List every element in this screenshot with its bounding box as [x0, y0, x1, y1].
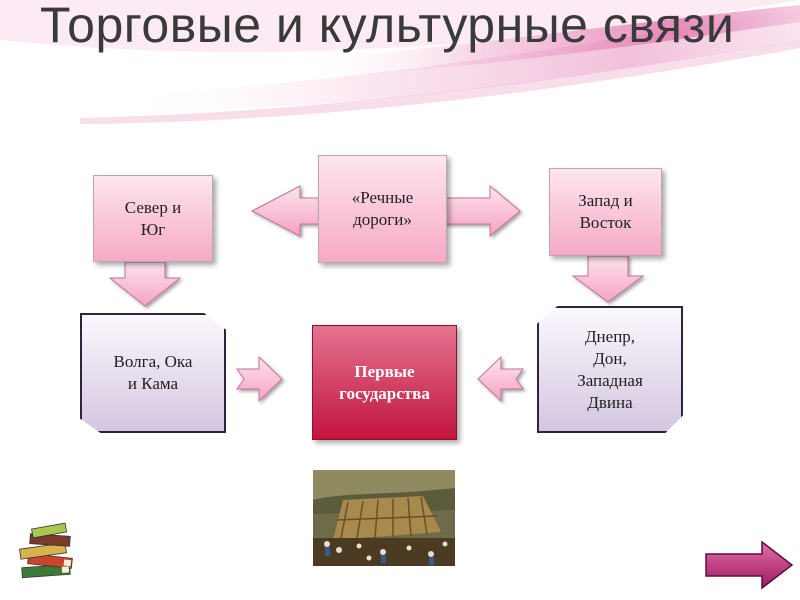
box-volga: Волга, Ока и Кама [80, 313, 226, 433]
box-north-south-label: Север и Юг [124, 197, 182, 239]
box-west-east-label: Запад и Восток [578, 191, 633, 232]
box-north-south: Север и Юг [93, 175, 213, 262]
next-arrow-icon[interactable] [704, 540, 794, 590]
box-first-states-label: Первые государства [339, 361, 430, 403]
books-icon [12, 520, 84, 586]
header-wave-decoration [0, 0, 800, 124]
arrow-down-right [571, 255, 645, 303]
arrow-down-left [108, 261, 182, 307]
boat-building-painting [313, 470, 455, 566]
box-first-states: Первые государства [312, 325, 457, 440]
box-river-roads: «Речные дороги» [318, 155, 447, 263]
box-dnepr-label: Днепр, Дон, Западная Двина [577, 326, 643, 412]
box-volga-label: Волга, Ока и Кама [113, 352, 193, 393]
arrow-right [236, 355, 283, 403]
box-dnepr: Днепр, Дон, Западная Двина [537, 306, 683, 433]
box-west-east: Запад и Восток [549, 168, 662, 256]
slide-title: Торговые и культурные связи [40, 0, 735, 53]
box-river-roads-label: «Речные дороги» [351, 188, 414, 229]
arrow-left [477, 355, 524, 403]
